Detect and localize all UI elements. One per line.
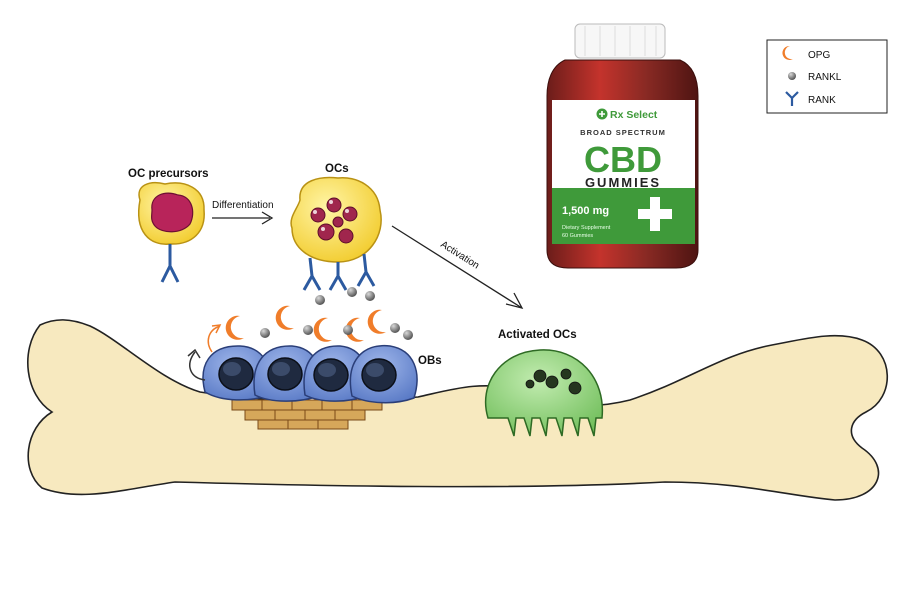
activation-label: Activation xyxy=(438,239,481,271)
product-line-text: BROAD SPECTRUM xyxy=(580,128,666,137)
activated-ocs-label: Activated OCs xyxy=(498,329,577,341)
oc-precursors-label: OC precursors xyxy=(128,168,209,180)
legend-sphere-icon xyxy=(788,72,796,80)
legend-crescent-icon xyxy=(782,45,793,60)
legend-label: RANKL xyxy=(808,72,842,83)
cbd-product-jar: Rx Select BROAD SPECTRUM CBD GUMMIES 1,5… xyxy=(546,23,699,269)
sphere-icon xyxy=(365,291,375,301)
crescent-icon xyxy=(225,315,244,340)
rankl-molecules xyxy=(260,287,413,340)
product-dose-text: 1,500 mg xyxy=(562,205,609,217)
legend-receptor-icon xyxy=(785,91,799,106)
product-title-text: CBD xyxy=(584,139,662,180)
differentiation-arrow xyxy=(212,211,274,225)
sphere-icon xyxy=(403,330,413,340)
oc-precursor-cell xyxy=(138,181,205,283)
differentiation-label: Differentiation xyxy=(212,200,274,211)
product-note1-text: Dietary Supplement xyxy=(562,225,611,231)
crescent-icon xyxy=(275,305,294,330)
brand-text: Rx Select xyxy=(610,109,658,121)
osteoblast-cell xyxy=(349,345,418,404)
osteoclast-cell xyxy=(290,176,382,291)
sphere-icon xyxy=(390,323,400,333)
activation-arrow xyxy=(391,225,524,309)
crescent-icon xyxy=(345,317,364,342)
plus-icon xyxy=(638,197,672,231)
crescent-icon xyxy=(367,309,386,334)
osteoblast-cells xyxy=(202,345,418,404)
opg-molecules xyxy=(225,305,386,342)
sphere-icon xyxy=(260,328,270,338)
legend: OPG RANKL RANK xyxy=(766,39,888,114)
secretion-arrows xyxy=(187,324,222,381)
crescent-icon xyxy=(313,317,332,342)
obs-label: OBs xyxy=(418,355,442,367)
ocs-label: OCs xyxy=(325,163,349,175)
activated-osteoclast-cell xyxy=(484,349,604,437)
bone-shape xyxy=(27,319,888,501)
sphere-icon xyxy=(343,325,353,335)
sphere-icon xyxy=(347,287,357,297)
sphere-icon xyxy=(303,325,313,335)
legend-label: OPG xyxy=(808,50,830,61)
bone-matrix-bricks xyxy=(231,399,383,430)
legend-label: RANK xyxy=(808,95,836,106)
product-subtitle-text: GUMMIES xyxy=(585,175,661,190)
sphere-icon xyxy=(315,295,325,305)
product-note2-text: 60 Gummies xyxy=(562,233,593,239)
